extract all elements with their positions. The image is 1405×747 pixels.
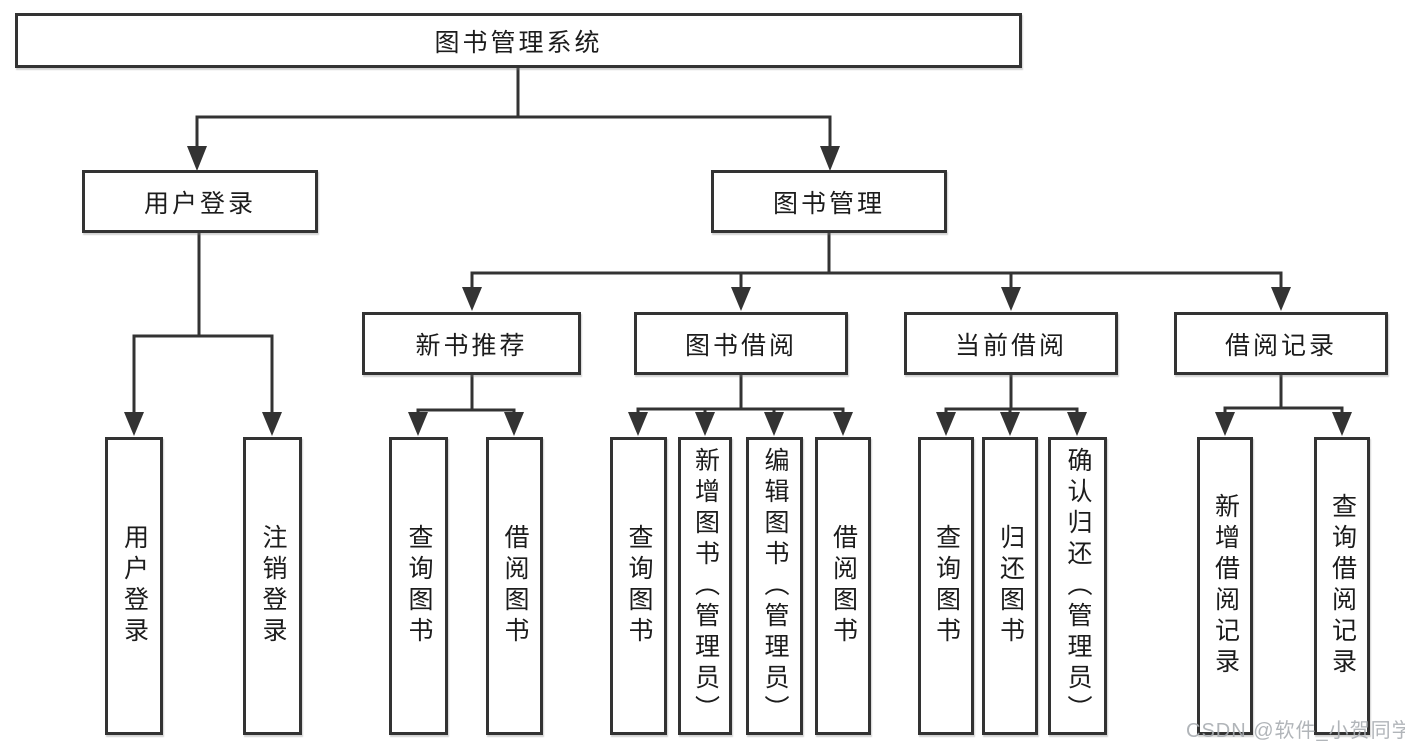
- leaf-user-login: 用户登录: [105, 437, 163, 735]
- node-label: 查询图书: [932, 524, 961, 648]
- node-label: 用户登录: [143, 189, 256, 218]
- leaf-record-add-borrow-record: 新增借阅记录: [1197, 437, 1253, 735]
- node-label: 图书借阅: [684, 331, 797, 360]
- csdn-watermark: CSDN @软件_小贺同学: [1186, 720, 1405, 742]
- leaf-borrow-edit-book-admin: 编辑图书（管理员）: [746, 437, 803, 735]
- node-label: 查询图书: [625, 524, 653, 648]
- node-book-management-branch: 图书管理: [711, 170, 947, 233]
- leaf-recommend-query-book: 查询图书: [389, 437, 448, 735]
- leaf-record-query-borrow-record: 查询借阅记录: [1314, 437, 1370, 735]
- node-label: 确认归还（管理员）: [1064, 446, 1092, 726]
- node-label: 当前借阅: [954, 331, 1067, 360]
- leaf-current-return-book: 归还图书: [982, 437, 1038, 735]
- leaf-borrow-query-book: 查询图书: [610, 437, 667, 735]
- node-label: 新增图书（管理员）: [691, 446, 720, 726]
- leaf-borrow-add-book-admin: 新增图书（管理员）: [678, 437, 732, 735]
- node-current-borrow: 当前借阅: [904, 312, 1118, 375]
- leaf-current-query-book: 查询图书: [918, 437, 974, 735]
- node-label: 新书推荐: [415, 331, 528, 360]
- node-root-library-system: 图书管理系统: [15, 13, 1022, 68]
- node-label: 图书管理系统: [434, 28, 603, 57]
- leaf-logout-login: 注销登录: [243, 437, 302, 735]
- node-label: 查询借阅记录: [1328, 493, 1357, 679]
- leaf-current-confirm-return-admin: 确认归还（管理员）: [1048, 437, 1107, 735]
- leaf-borrow-borrow-book: 借阅图书: [815, 437, 871, 735]
- node-book-borrow: 图书借阅: [634, 312, 848, 375]
- node-label: 借阅记录: [1224, 331, 1337, 360]
- node-label: 借阅图书: [829, 524, 858, 648]
- node-label: 新增借阅记录: [1211, 493, 1240, 679]
- node-label: 查询图书: [405, 524, 433, 648]
- node-label: 图书管理: [772, 189, 885, 218]
- leaf-recommend-borrow-book: 借阅图书: [486, 437, 543, 735]
- node-label: 用户登录: [120, 524, 149, 648]
- node-label: 借阅图书: [501, 524, 529, 648]
- node-label: 归还图书: [996, 524, 1025, 648]
- node-new-book-recommend: 新书推荐: [362, 312, 581, 375]
- node-user-login-branch: 用户登录: [82, 170, 318, 233]
- node-borrow-record: 借阅记录: [1174, 312, 1388, 375]
- node-label: 编辑图书（管理员）: [761, 446, 789, 726]
- node-label: 注销登录: [259, 524, 287, 648]
